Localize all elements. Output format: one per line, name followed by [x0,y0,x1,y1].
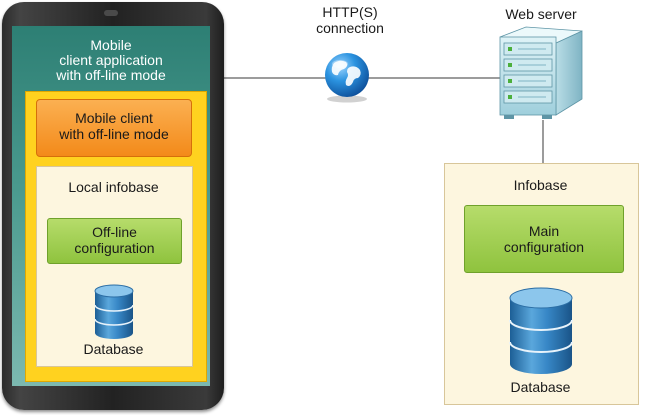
offline-configuration-box: Off-line configuration [47,218,182,264]
local-database-icon [94,284,134,339]
server-database-label: Database [510,379,571,395]
server-database-icon [509,287,573,374]
web-server-label: Web server [505,6,577,22]
offline-configuration-line1: Off-line [92,224,137,240]
mobile-client-box: Mobile client with off-line mode [36,99,192,157]
local-infobase-label: Local infobase [68,179,159,195]
main-configuration-line1: Main [528,223,560,239]
connection-label-line2: connection [316,20,384,36]
server-infobase-label: Infobase [513,177,568,193]
web-server-icon [499,26,583,119]
main-configuration-box: Main configuration [464,205,624,273]
mobile-app-title: Mobile client application with off-line … [12,38,210,83]
mobile-client-line2: with off-line mode [59,126,169,142]
globe-icon [325,53,369,103]
connection-label: HTTP(S) connection [290,4,410,36]
mobile-app-title-line2: client application [59,52,163,68]
connection-label-line1: HTTP(S) [322,4,378,20]
phone-camera [104,10,118,16]
mobile-app-title-line1: Mobile [90,37,132,53]
mobile-app-title-line3: with off-line mode [56,67,166,83]
main-configuration-line2: configuration [503,239,585,255]
offline-configuration-line2: configuration [74,240,155,256]
local-database-label: Database [83,341,144,357]
mobile-client-line1: Mobile client [75,110,153,126]
